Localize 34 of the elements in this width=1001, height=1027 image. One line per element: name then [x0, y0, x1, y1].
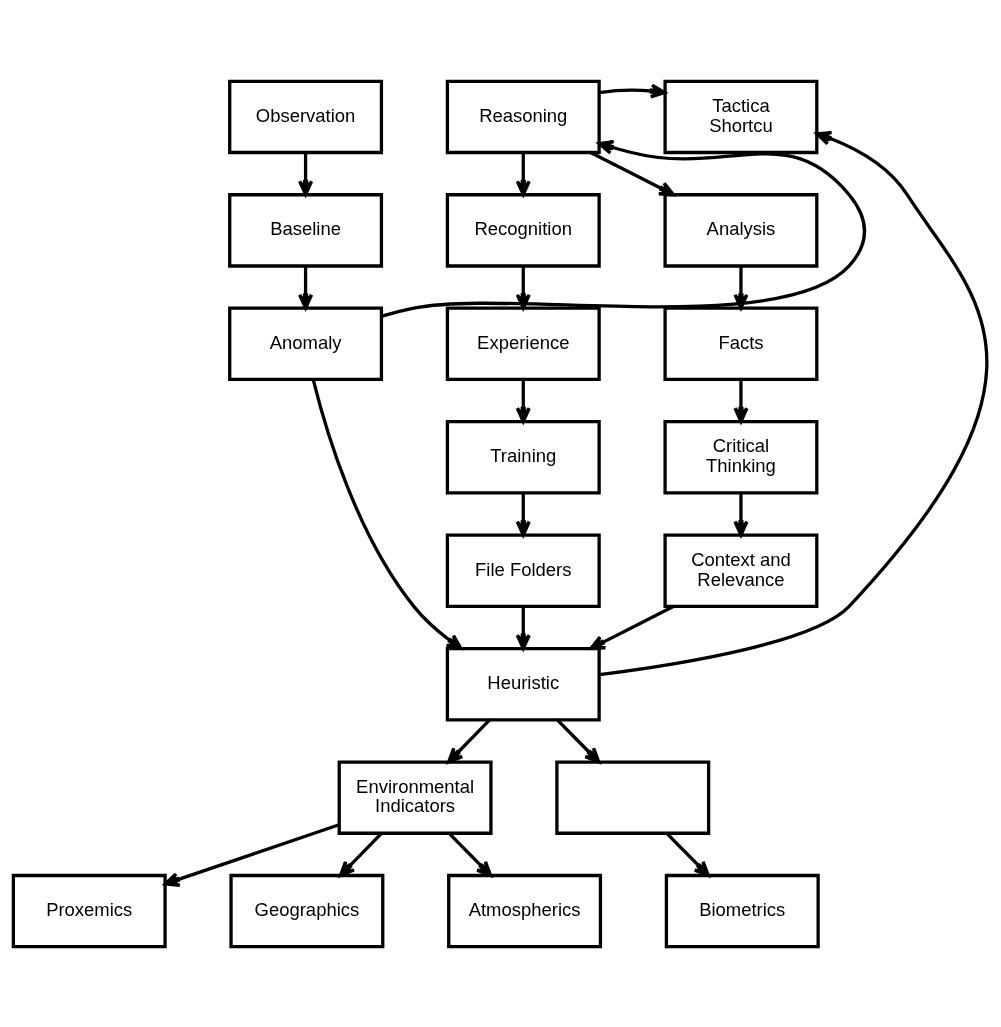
node-box: Reasoning [445, 79, 601, 154]
node-box: Recognition [445, 192, 601, 268]
node-box: Context and Relevance [663, 532, 819, 608]
arrow [733, 379, 749, 423]
node-box: Tactica Shortcu [663, 79, 819, 154]
node-box: Experience [445, 306, 601, 381]
arrow [311, 378, 463, 650]
arrow [515, 492, 531, 537]
node-box: Analysis [663, 192, 819, 268]
node-box: Geographics [229, 873, 385, 948]
node-box: Proxemics [11, 873, 167, 948]
arrow [733, 492, 749, 537]
node-box: Heuristic [445, 646, 601, 721]
arrow [163, 822, 340, 887]
node-box: Facts [663, 306, 819, 381]
node-box: Environmental Indicators [337, 759, 493, 835]
arrow [298, 152, 314, 196]
node-box: Baseline [228, 192, 384, 268]
node-box: Anomaly [228, 306, 384, 381]
node-box: Critical Thinking [663, 419, 819, 495]
arrow [599, 83, 667, 99]
node-box: Biometrics [664, 873, 820, 948]
node-box: Atmospherics [447, 873, 603, 948]
arrow [515, 379, 531, 423]
node-box [555, 759, 711, 835]
arrow [556, 718, 601, 764]
arrow [381, 139, 867, 318]
arrow [515, 152, 531, 196]
node-box: Training [445, 419, 601, 495]
arrow [447, 718, 491, 764]
arrow [298, 265, 314, 310]
node-box: Observation [228, 79, 384, 154]
node-box: File Folders [445, 532, 601, 608]
arrow [515, 606, 531, 650]
